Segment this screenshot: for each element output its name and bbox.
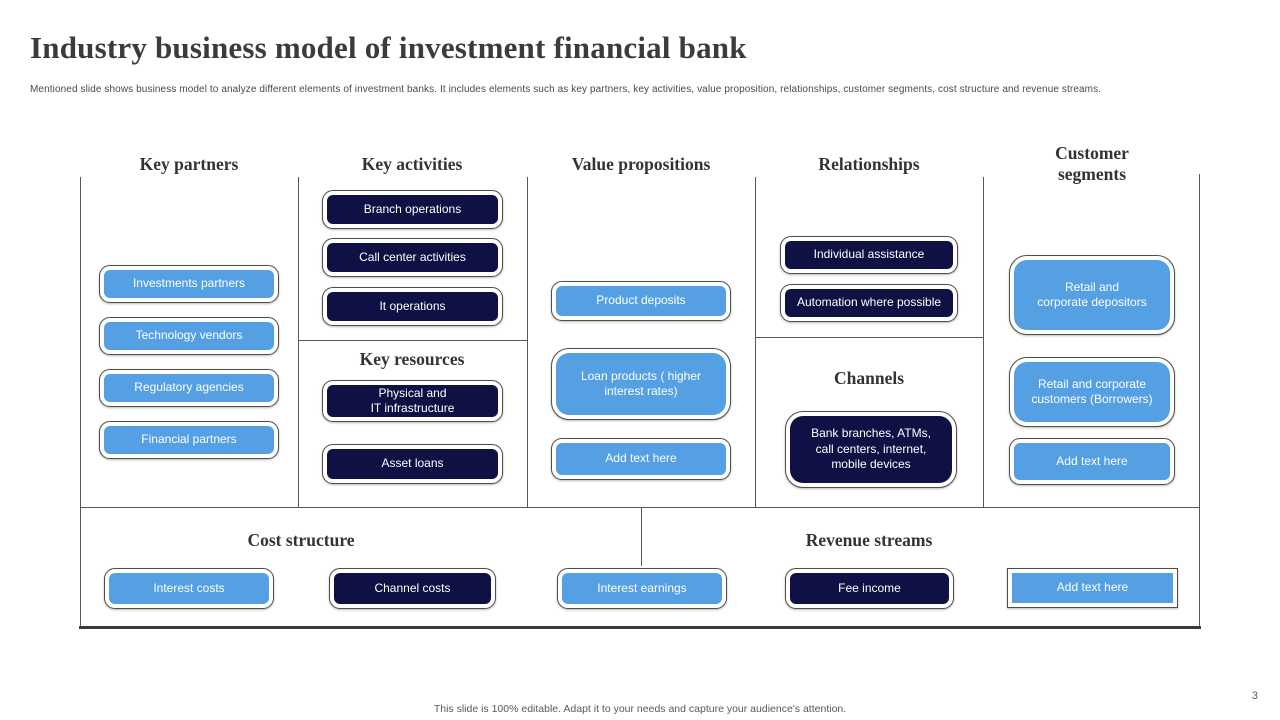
item-label: Interest costs [109,573,269,604]
grid-line-col2-col3 [527,177,528,507]
item-retail-corporate-depositors[interactable]: Retail and corporate depositors [1009,255,1175,335]
item-label: Regulatory agencies [104,374,274,402]
item-label: Add text here [1014,443,1170,480]
item-revenue-add-text-placeholder[interactable]: Add text here [1007,568,1178,608]
item-label: Loan products ( higher interest rates) [556,353,726,415]
header-relationships: Relationships [818,154,920,174]
item-it-operations[interactable]: It operations [322,287,503,326]
item-label: Retail and corporate depositors [1014,260,1170,330]
grid-line-relationships-channels-divider [755,337,984,338]
page-number: 3 [1251,690,1258,702]
header-value-propositions: Value propositions [571,154,711,174]
item-regulatory-agencies[interactable]: Regulatory agencies [99,369,279,407]
item-label: Add text here [1012,573,1173,603]
header-key-partners: Key partners [139,154,239,174]
item-individual-assistance[interactable]: Individual assistance [780,236,958,274]
item-physical-it-infrastructure[interactable]: Physical and IT infrastructure [322,380,503,422]
item-label: Interest earnings [562,573,722,604]
item-label: Investments partners [104,270,274,298]
item-label: Asset loans [327,449,498,479]
grid-line-right-border [1199,174,1200,507]
item-retail-corporate-borrowers[interactable]: Retail and corporate customers (Borrower… [1009,357,1175,427]
grid-line-left-border [80,177,81,507]
grid-line-col3-col4 [755,177,756,507]
item-automation-where-possible[interactable]: Automation where possible [780,284,958,322]
item-label: Technology vendors [104,322,274,350]
item-asset-loans[interactable]: Asset loans [322,444,503,484]
item-interest-costs[interactable]: Interest costs [104,568,274,609]
item-financial-partners[interactable]: Financial partners [99,421,279,459]
item-label: Bank branches, ATMs, call centers, inter… [790,416,952,483]
grid-line-bottom-border [79,626,1201,629]
item-label: It operations [327,292,498,321]
grid-line-cost-revenue-divider [641,507,642,566]
item-branch-operations[interactable]: Branch operations [322,190,503,229]
page-subtitle: Mentioned slide shows business model to … [30,84,1102,95]
item-label: Individual assistance [785,241,953,269]
header-customer-segments: Customer segments [1055,143,1129,184]
header-cost-structure: Cost structure [247,530,355,550]
item-fee-income[interactable]: Fee income [785,568,954,609]
header-channels: Channels [833,368,905,388]
item-label: Retail and corporate customers (Borrower… [1014,362,1170,422]
item-value-add-text-placeholder[interactable]: Add text here [551,438,731,480]
item-investments-partners[interactable]: Investments partners [99,265,279,303]
header-key-resources: Key resources [359,349,465,369]
header-revenue-streams: Revenue streams [805,530,933,550]
item-call-center-activities[interactable]: Call center activities [322,238,503,277]
item-label: Channel costs [334,573,491,604]
item-channel-costs[interactable]: Channel costs [329,568,496,609]
item-label: Branch operations [327,195,498,224]
grid-line-bottom-right-border [1199,507,1200,627]
item-label: Call center activities [327,243,498,272]
header-key-activities: Key activities [361,154,463,174]
grid-line-bottom-left-border [80,507,81,627]
grid-line-col1-col2 [298,177,299,507]
grid-line-col4-col5 [983,177,984,507]
item-loan-products[interactable]: Loan products ( higher interest rates) [551,348,731,420]
grid-line-bottom-section-top [80,507,1200,508]
item-technology-vendors[interactable]: Technology vendors [99,317,279,355]
grid-line-activities-resources-divider [298,340,528,341]
item-label: Financial partners [104,426,274,454]
item-label: Physical and IT infrastructure [327,385,498,417]
item-segments-add-text-placeholder[interactable]: Add text here [1009,438,1175,485]
page-title: Industry business model of investment fi… [30,30,747,65]
item-label: Product deposits [556,286,726,316]
item-label: Fee income [790,573,949,604]
item-interest-earnings[interactable]: Interest earnings [557,568,727,609]
item-label: Automation where possible [785,289,953,317]
footer-note: This slide is 100% editable. Adapt it to… [433,703,847,715]
item-label: Add text here [556,443,726,475]
item-bank-branches-channels[interactable]: Bank branches, ATMs, call centers, inter… [785,411,957,488]
item-product-deposits[interactable]: Product deposits [551,281,731,321]
